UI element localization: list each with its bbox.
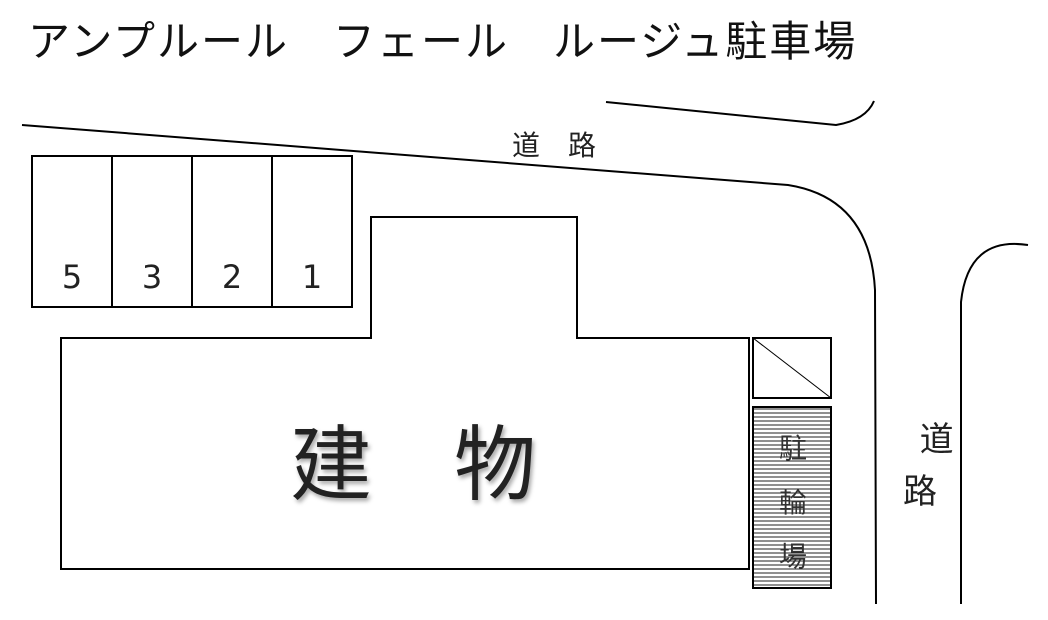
bicycle-parking-label: 駐 輪 場 [778,432,807,573]
building-outline [60,216,750,570]
bicycle-parking-area [752,406,832,589]
parking-slot-2: 2 [221,258,243,296]
parking-area [31,155,353,308]
parking-slot-5: 5 [61,258,83,296]
parking-slot-3: 3 [141,258,163,296]
road-label-right-text: 道 路 [903,420,954,512]
road-label-top: 道 路 [512,129,597,162]
building-label: 建 物 [290,418,537,513]
road-edge-right [960,242,1029,604]
road-edge-main [21,124,877,605]
parking-slot-1: 1 [301,258,323,296]
page-title: アンプルール フェール ルージュ駐車場 [28,17,858,66]
utility-box [752,337,832,399]
road-edge-upper [605,100,875,127]
road-label-right: 道 路 [898,362,954,518]
